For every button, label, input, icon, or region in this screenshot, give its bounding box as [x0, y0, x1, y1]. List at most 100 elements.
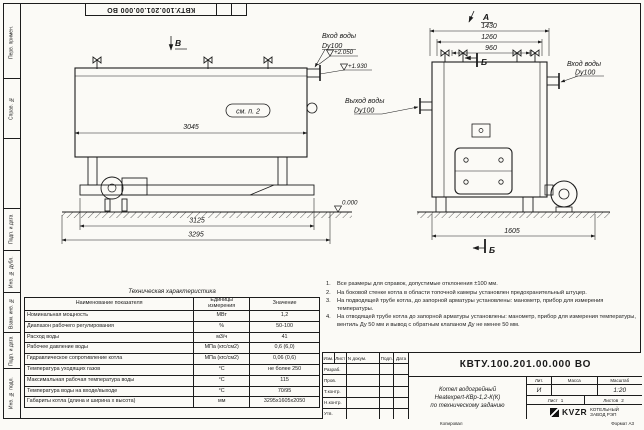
- stamp-header-row: Изм. Лист N докум. Подп. Дата: [323, 353, 408, 365]
- support-leg: [87, 156, 98, 186]
- margin-label-vzam-inv: Взам. инв. №: [8, 297, 15, 329]
- elevation-mark-icon: [339, 63, 349, 71]
- valve-icon: [512, 49, 522, 63]
- dim-960: 960: [485, 45, 497, 52]
- inlet-label-front: Вход воды: [567, 60, 602, 68]
- scale-label: Масштаб: [610, 378, 630, 383]
- product-title: Котел водогрейный Heatexpert-КВр-1,2-К(К…: [409, 377, 527, 419]
- valve-icon: [263, 56, 273, 70]
- valve-icon: [203, 56, 213, 70]
- see-note-bubble: [225, 103, 271, 118]
- elevation-2050: +2.050: [334, 49, 354, 56]
- tech-col-units: Единицы измерения: [193, 297, 251, 311]
- top-stamp-cell: [231, 4, 246, 15]
- lit-label: Лит.: [527, 377, 552, 384]
- leader-arrow-icon: [381, 106, 419, 115]
- document-number: КВТУ.100.201.00.000 ВО: [409, 353, 642, 377]
- valve-icon: [458, 49, 468, 63]
- note-number: 3.: [326, 298, 331, 305]
- leader-arrow-icon: [314, 49, 326, 68]
- title-block-signature-grid: Изм. Лист N докум. Подп. Дата Разраб. Пр…: [323, 353, 409, 420]
- inlet-label-side: Вход воды: [322, 32, 357, 40]
- outlet-pipe-stub: [419, 101, 433, 111]
- dim-3045: 3045: [183, 124, 199, 131]
- col-list: Лист: [335, 353, 347, 364]
- inlet-dn-front: Dy100: [575, 70, 595, 77]
- copied-label: Копировал: [440, 420, 463, 426]
- note-text: Все размеры для справок, допустимые откл…: [337, 281, 498, 287]
- company-cell: KVZR КОТЕЛЬНЫЙ ЗАВОД РЭП: [527, 405, 642, 419]
- inlet-pipe-stub: [306, 68, 321, 78]
- margin-label-sprav-no: Справ. №: [8, 96, 15, 120]
- support-leg: [277, 156, 288, 186]
- valve-icon: [92, 56, 102, 70]
- note-text: На подводящей трубе котла, до запорной а…: [337, 298, 604, 312]
- dim-1430: 1430: [481, 23, 497, 30]
- elevation-mark-icon: [325, 49, 335, 57]
- ground-hatch: [62, 212, 352, 218]
- margin-divider: [3, 78, 20, 79]
- fan: [544, 180, 578, 213]
- sight-port: [306, 102, 318, 114]
- front-view-dimensions: [354, 10, 604, 253]
- product-line-3: по техническому заданию: [430, 403, 505, 410]
- lit-value: И: [527, 385, 552, 395]
- inlet-pipe-stub-front: [546, 76, 560, 86]
- margin-divider: [3, 250, 20, 251]
- margin-divider: [3, 208, 20, 209]
- note-item: 4.На отводящей трубе котла до запорной а…: [326, 314, 638, 329]
- note-text: На отводящей трубе котла до запорной арм…: [337, 314, 636, 328]
- dim-3125: 3125: [189, 218, 205, 225]
- tech-col-name: Наименование показателя: [23, 297, 195, 311]
- kvzr-logo-icon: [550, 407, 560, 417]
- dim-1605: 1605: [504, 228, 520, 235]
- sheets-label: Листов: [603, 397, 619, 403]
- scale-value: 1:20: [613, 386, 627, 394]
- view-label-v: В: [175, 38, 181, 48]
- note-item: 2.На боковой стенке котла в области топо…: [326, 290, 638, 298]
- boiler-side-view: [62, 56, 352, 218]
- col-izm: Изм.: [323, 353, 335, 364]
- view-arrow-icon: [468, 10, 475, 23]
- leader-arrow-icon: [560, 75, 579, 83]
- stamp-row-razrab: Разраб.: [323, 364, 408, 376]
- margin-divider: [3, 292, 20, 293]
- company-name: КОТЕЛЬНЫЙ ЗАВОД РЭП: [590, 406, 619, 418]
- tech-col-value: Значение: [249, 297, 320, 311]
- col-podp: Подп.: [380, 353, 395, 364]
- tech-table-row: Диапазон рабочего регулирования%50-100: [23, 320, 320, 333]
- title-block: Изм. Лист N докум. Подп. Дата Разраб. Пр…: [322, 352, 642, 420]
- elevation-0000: 0.000: [342, 200, 358, 207]
- margin-divider: [3, 332, 20, 333]
- stamp-row-nkontr: Н.контр.: [323, 397, 408, 409]
- base-frame: [79, 184, 315, 196]
- tech-table: Наименование показателя Единицы измерени…: [23, 297, 320, 409]
- furnace-door: [454, 147, 513, 195]
- margin-label-inv-dubl: Инв. № дубл.: [8, 256, 15, 288]
- outlet-dn: Dy100: [354, 108, 374, 115]
- stamp-row-utv: Утв.: [323, 408, 408, 420]
- boiler-front-view: [417, 49, 610, 218]
- valve-icon: [440, 49, 450, 63]
- see-note-text: см. п. 2: [236, 109, 260, 116]
- margin-label-podp-data-2: Подп. и дата: [8, 336, 15, 366]
- mass-label: Масса: [552, 377, 598, 384]
- elevation-mark-icon: [333, 205, 343, 213]
- burner-assembly: [100, 176, 148, 212]
- view-label-a: А: [482, 12, 489, 22]
- side-view-dimensions: [61, 36, 372, 244]
- margin-divider: [3, 368, 20, 369]
- note-text: На боковой стенке котла в области топочн…: [337, 289, 587, 296]
- tech-characteristics: Техническая характеристика Наименование …: [23, 288, 320, 409]
- note-item: 1.Все размеры для справок, допустимые от…: [326, 281, 638, 289]
- tech-table-row: Габариты котла (длина и ширина х высота)…: [23, 396, 320, 409]
- col-ndokum: N докум.: [347, 353, 381, 364]
